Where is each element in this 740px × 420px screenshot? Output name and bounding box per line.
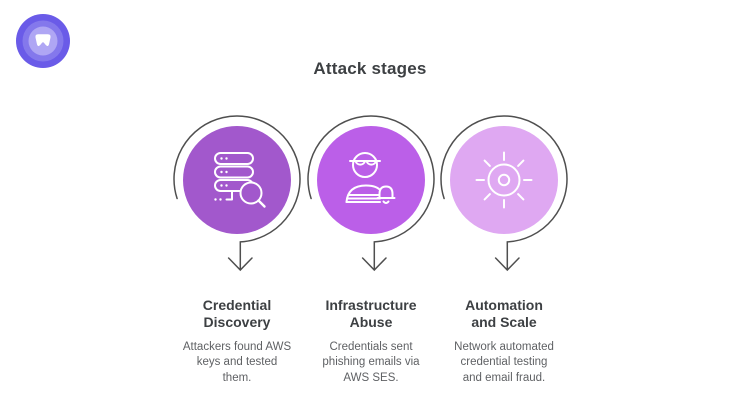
brand-logo [16,14,70,68]
stage-3-graphic [440,115,568,272]
stage-3-description: Network automated credential testing and… [454,341,554,384]
stage-2-description: Credentials sent phishing emails via AWS… [322,341,420,384]
spy-bell-icon [345,152,396,204]
loop-arrow-down-icon [307,115,435,272]
loop-arrow-down-icon [173,115,301,272]
loop-arrow-down-icon [440,115,568,272]
stage-2-circle [317,126,425,234]
brand-logo-icon [16,14,70,68]
stage-1-graphic [173,115,301,272]
stage-3-circle [450,126,558,234]
stage-credential-discovery: Credential Discovery Attackers found AWS… [162,105,312,386]
stage-1-description: Attackers found AWS keys and tested them… [182,341,292,384]
stage-infrastructure-abuse: Infrastructure Abuse Credentials sent ph… [296,105,446,386]
sun-rays-icon [475,151,533,209]
page-title: Attack stages [313,59,427,78]
stage-2-heading: Infrastructure Abuse [325,297,417,331]
stage-1-heading: Credential Discovery [202,297,272,331]
stage-2-graphic [307,115,435,272]
stage-automation-and-scale: Automation and Scale Network automated c… [429,105,579,386]
server-search-icon [214,152,266,208]
stage-3-heading: Automation and Scale [465,297,543,331]
crown-glyph [35,34,51,47]
